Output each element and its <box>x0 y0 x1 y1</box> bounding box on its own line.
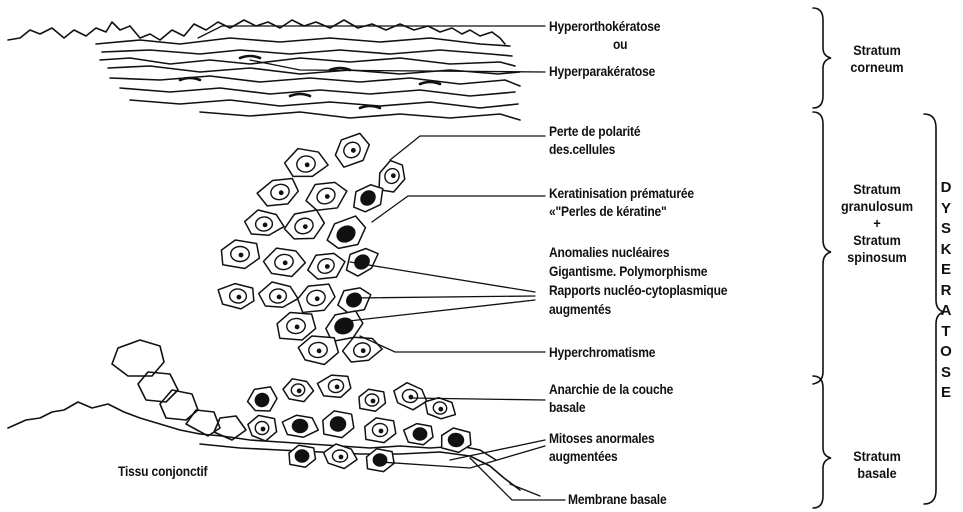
label-rapports: Rapports nucléo-cytoplasmique <box>549 282 727 298</box>
label-gigantisme: Gigantisme. Polymorphisme <box>549 263 707 279</box>
label-hyperchromatisme: Hyperchromatisme <box>549 344 655 360</box>
zone-granulosum-line2: granulosum <box>835 198 920 215</box>
leader-anom-3 <box>340 300 535 322</box>
epithelial-cell <box>317 374 352 400</box>
label-ou: ou <box>613 36 627 52</box>
dyskeratotic-cell <box>323 411 354 438</box>
para-nucleus <box>180 78 200 80</box>
para-nucleus <box>290 94 310 96</box>
epithelial-cell <box>295 280 337 316</box>
leader-anom-2 <box>352 296 535 298</box>
zone-stratum-basale: Stratum basale <box>837 448 918 482</box>
epithelial-cell <box>221 240 259 269</box>
dyskeratose-letter: E <box>938 262 954 278</box>
keratin-layer-2 <box>102 50 512 56</box>
dyskeratose-letter: R <box>938 283 954 299</box>
leader-kerat <box>372 196 545 222</box>
label-mitoses: Mitoses anormales <box>549 430 654 446</box>
zone-granulosum-line1: Stratum <box>835 181 920 198</box>
dyskeratose-letter: S <box>938 221 954 237</box>
epithelial-cell <box>258 280 299 309</box>
zone-stratum-corneum: Stratum corneum <box>837 42 918 76</box>
leader-perte <box>390 136 545 160</box>
dyskeratose-letter: Y <box>938 201 954 217</box>
epithelial-cell <box>255 175 301 211</box>
zone-basale-line2: basale <box>837 465 918 482</box>
keratin-layer-6 <box>120 88 515 96</box>
basal-cell-outline <box>138 372 178 402</box>
label-augmentes: augmentés <box>549 301 611 317</box>
dyskeratotic-cell <box>440 427 472 453</box>
dyskeratose-letter: S <box>938 365 954 381</box>
label-hyperparakeratose: Hyperparakératose <box>549 63 655 79</box>
label-anarchie: Anarchie de la couche <box>549 381 673 397</box>
label-keratinisation: Keratinisation prématurée <box>549 185 694 201</box>
dyskeratotic-cell <box>282 415 318 437</box>
epithelial-cell <box>324 444 358 469</box>
zone-plus: + <box>835 215 920 232</box>
label-basale: basale <box>549 399 585 415</box>
epithelial-cell <box>423 396 458 422</box>
dyskeratose-letter: E <box>938 385 954 401</box>
dyskeratose-letter: T <box>938 324 954 340</box>
basal-cell-outline <box>112 340 164 376</box>
brace-granulosum-spinosum <box>813 112 831 384</box>
label-membrane-basale: Membrane basale <box>568 491 666 507</box>
epithelial-cell <box>217 282 256 310</box>
zone-corneum-line2: corneum <box>837 59 918 76</box>
epithelial-cell <box>359 389 386 411</box>
zone-spinosum-line1: Stratum <box>835 232 920 249</box>
dyskeratotic-cell <box>289 445 316 467</box>
leader-membrane-2 <box>510 484 540 496</box>
dyskeratotic-cell <box>404 424 433 445</box>
dyskeratotic-cell <box>244 383 280 417</box>
para-nucleus <box>240 56 260 58</box>
keratin-layer-8 <box>200 112 520 120</box>
label-tissu-conjonctif: Tissu conjonctif <box>118 463 207 479</box>
keratin-layer-7 <box>130 100 518 108</box>
epithelial-cell <box>283 144 330 181</box>
leader-anom-1 <box>350 262 535 292</box>
epithelial-cell <box>248 415 277 441</box>
label-des-cellules: des.cellules <box>549 141 615 157</box>
dyskeratose-letter: D <box>938 180 954 196</box>
label-perte-polarite: Perte de polarité <box>549 123 640 139</box>
epithelial-cell <box>244 208 285 237</box>
zone-basale-line1: Stratum <box>837 448 918 465</box>
label-anomalies-nucleaires: Anomalies nucléaires <box>549 244 669 260</box>
brace-corneum <box>813 8 831 108</box>
dyskeratotic-cell <box>367 449 395 472</box>
para-nucleus <box>420 82 440 84</box>
keratin-layer-5 <box>110 76 520 86</box>
zone-spinosum-line2: spinosum <box>835 249 920 266</box>
epithelial-cell <box>303 245 349 287</box>
epithelial-cell <box>392 382 428 411</box>
label-perles-keratine: «"Perles de kératine" <box>549 203 667 219</box>
epithelial-cell <box>262 244 308 281</box>
label-hyperorthokeratose: Hyperorthokératose <box>549 18 660 34</box>
zone-corneum-line1: Stratum <box>837 42 918 59</box>
dyskeratose-letter: O <box>938 344 954 360</box>
para-nucleus <box>360 106 380 108</box>
dyskeratose-letter: K <box>938 242 954 258</box>
epithelial-cell <box>281 205 328 246</box>
label-augmentees: augmentées <box>549 448 618 464</box>
leader-hyperchrom <box>360 336 545 352</box>
epithelial-cell <box>282 376 316 405</box>
dyskeratose-letter: A <box>938 303 954 319</box>
keratin-layer-3 <box>100 58 515 66</box>
brace-basale <box>813 376 831 508</box>
epithelial-cell <box>330 129 374 171</box>
zone-stratum-granulosum-spinosum: Stratum granulosum + Stratum spinosum <box>835 181 920 266</box>
epithelial-cell <box>365 418 396 443</box>
